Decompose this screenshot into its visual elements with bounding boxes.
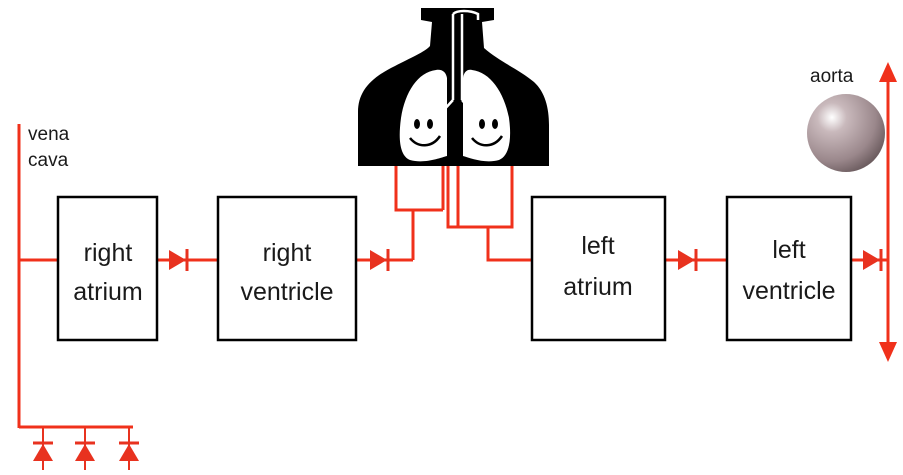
right-ventricle-label-line1: right <box>263 239 312 267</box>
diode-valve-icon <box>33 444 53 461</box>
diode-valve-icon <box>119 444 139 461</box>
right-atrium-label-line1: right <box>84 239 133 267</box>
right-lung <box>463 69 511 162</box>
left-ventricle-label-line2: ventricle <box>742 277 835 305</box>
venous-valve-2 <box>75 428 95 470</box>
aortic-valve <box>863 249 883 271</box>
venous-valve-3 <box>119 428 139 470</box>
diode-valve-icon <box>678 250 695 270</box>
arrow-down-icon <box>879 342 897 362</box>
lungs-icon <box>358 8 549 166</box>
tricuspid-valve <box>169 249 189 271</box>
left-atrium-label-line1: left <box>581 232 614 260</box>
left-ventricle-label-line1: left <box>772 236 805 264</box>
pulmonary-valve <box>370 249 390 271</box>
left-ventricle-box: left ventricle <box>725 195 853 342</box>
left-atrium-box: left atrium <box>530 195 667 342</box>
vena-cava-label-line1: vena <box>28 124 70 145</box>
left-atrium-label-line2: atrium <box>563 273 632 301</box>
right-ventricle-label-line2: ventricle <box>240 278 333 306</box>
arrow-up-icon <box>879 62 897 82</box>
venous-valve-1 <box>33 428 53 470</box>
pulmonary-artery-vessel <box>411 208 443 260</box>
diode-valve-icon <box>169 250 186 270</box>
pulmonary-vein-to-left-atrium <box>486 227 531 262</box>
vena-cava-label-line2: cava <box>28 150 69 171</box>
diode-valve-icon <box>863 250 880 270</box>
diode-valve-icon <box>75 444 95 461</box>
aorta-compliance-ball-icon <box>807 94 885 172</box>
right-atrium-box: right atrium <box>56 195 159 342</box>
diode-valve-icon <box>370 250 387 270</box>
pulmonary-vein-right <box>458 166 514 229</box>
right-atrium-label-line2: atrium <box>73 278 142 306</box>
mitral-valve <box>678 249 698 271</box>
pulmonary-artery-left-branch <box>394 166 413 212</box>
aorta-label: aorta <box>810 66 854 87</box>
venous-valves <box>33 428 139 470</box>
pulmonary-vein-vessel <box>446 166 460 229</box>
right-ventricle-box: right ventricle <box>216 195 358 342</box>
